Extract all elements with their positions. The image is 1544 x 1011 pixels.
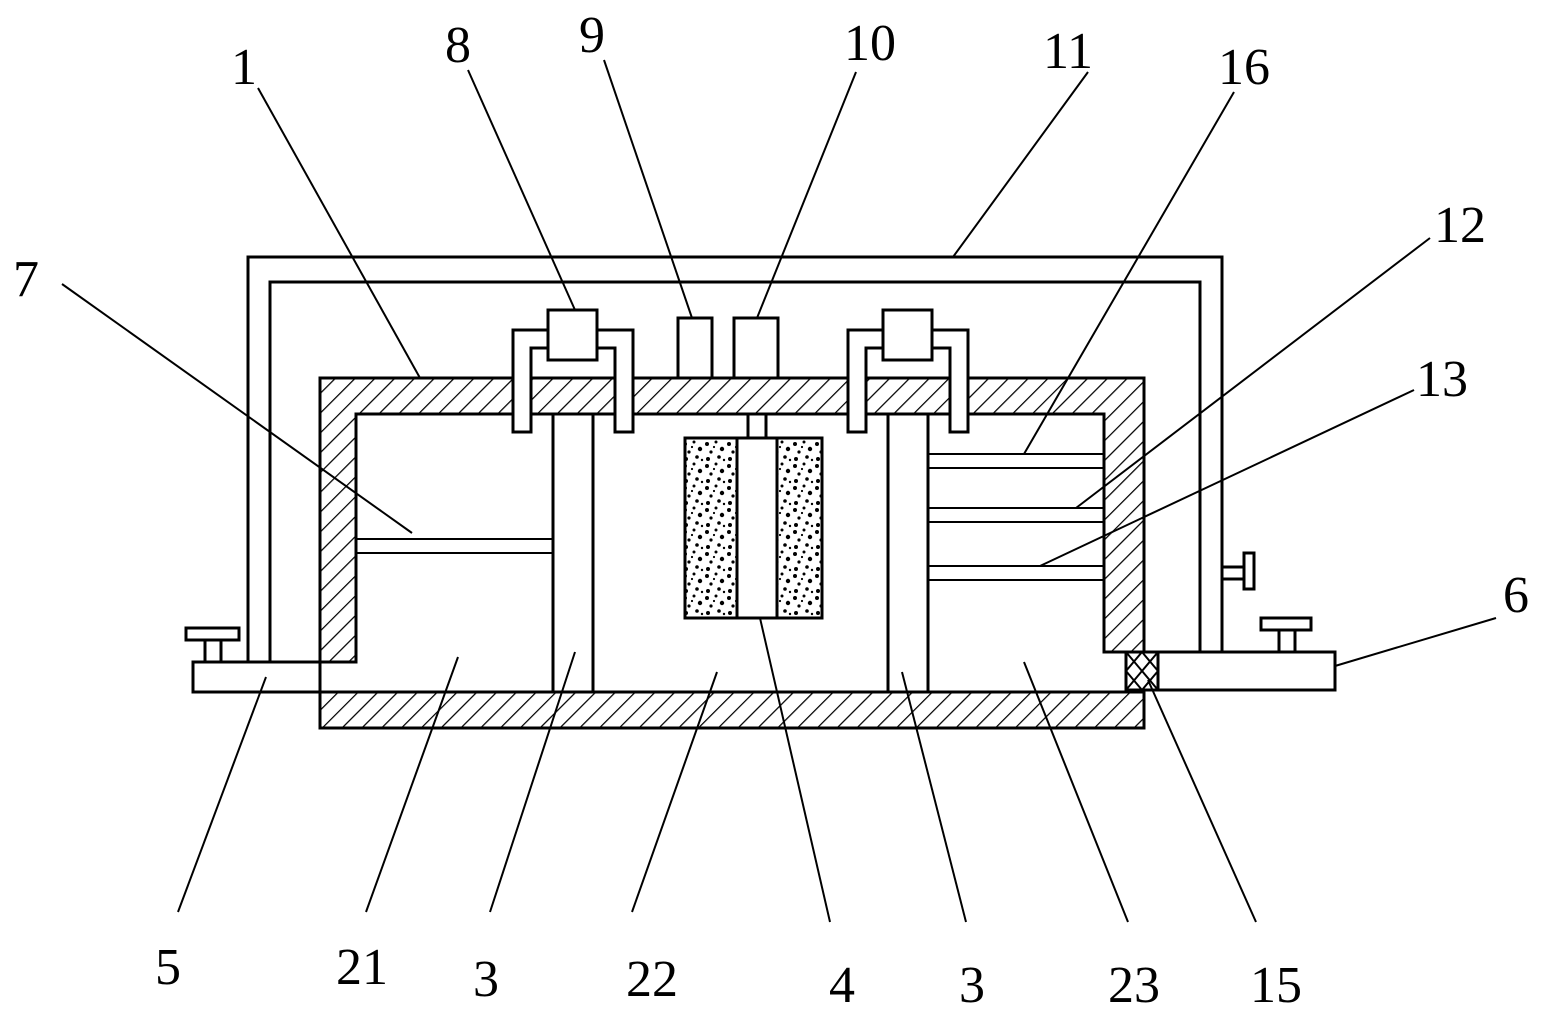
label-16: 16	[1218, 39, 1270, 96]
leader-lines	[61, 59, 1497, 923]
left-rod	[356, 538, 553, 554]
component-9	[676, 316, 714, 380]
label-8: 8	[445, 17, 471, 74]
labels: 1 8 9 10 11 16 7 12 13 6 5 21 3 22 4 3 2…	[13, 7, 1529, 1011]
right-bracket	[846, 308, 970, 434]
filter-element	[683, 414, 824, 620]
label-21: 21	[336, 939, 388, 996]
label-5: 5	[155, 939, 181, 996]
label-11: 11	[1043, 23, 1093, 80]
label-4: 4	[829, 957, 855, 1011]
label-1: 1	[231, 39, 257, 96]
partitions	[551, 412, 930, 694]
label-9: 9	[579, 7, 605, 64]
label-3-right: 3	[959, 957, 985, 1011]
label-22: 22	[626, 951, 678, 1008]
right-rods	[928, 453, 1104, 581]
housing	[318, 376, 1146, 730]
label-15: 15	[1250, 957, 1302, 1011]
label-3-left: 3	[473, 951, 499, 1008]
label-6: 6	[1503, 567, 1529, 624]
base-plates	[191, 650, 1337, 694]
component-10	[732, 316, 780, 380]
knob-icons	[184, 551, 1313, 664]
cross-hatch-block	[1125, 651, 1159, 691]
label-13: 13	[1416, 351, 1468, 408]
label-12: 12	[1434, 197, 1486, 254]
label-10: 10	[844, 15, 896, 72]
left-bracket	[511, 308, 635, 434]
label-23: 23	[1108, 957, 1160, 1011]
label-7: 7	[13, 251, 39, 308]
